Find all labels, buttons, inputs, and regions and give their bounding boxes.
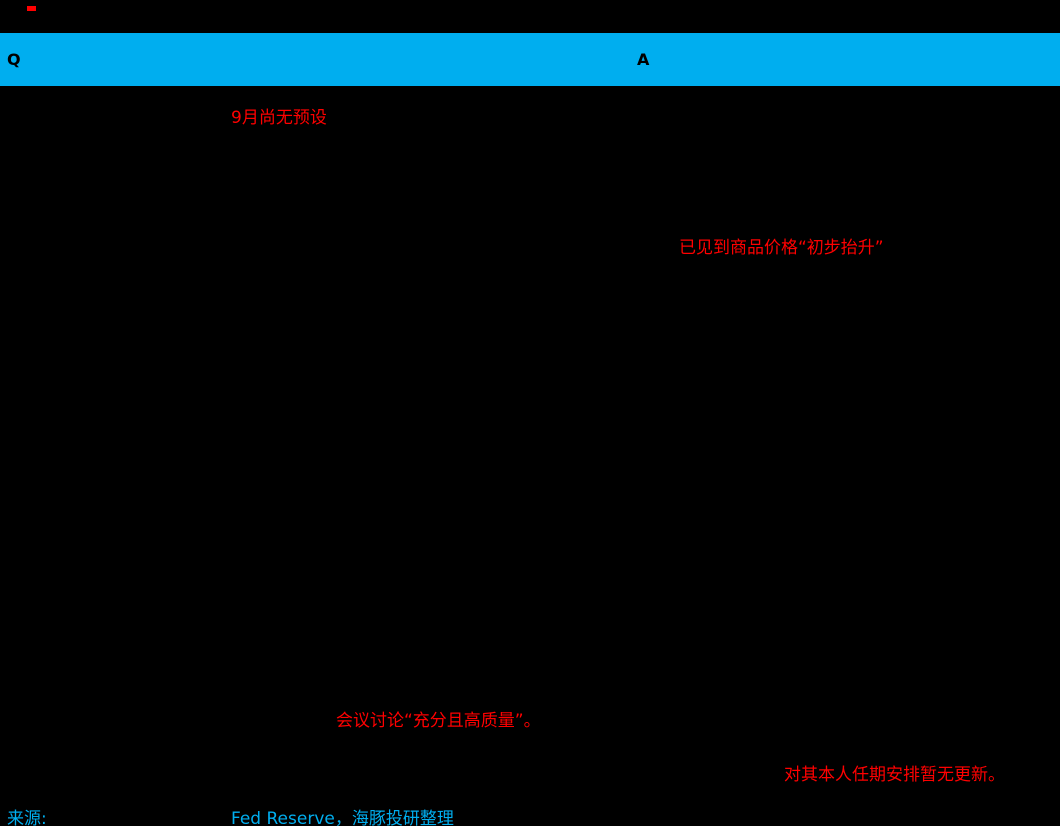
source-label: 来源:	[7, 809, 47, 828]
red-mark	[27, 6, 36, 11]
highlight-goods-price-initial-rise: 已见到商品价格“初步抬升”	[679, 238, 884, 258]
highlight-meeting-discussion-quality: 会议讨论“充分且高质量”。	[336, 711, 541, 731]
bottom-edge-strip	[0, 826, 1060, 828]
answer-column-header: A	[637, 50, 650, 69]
table-header-row: Q A	[0, 33, 1060, 86]
highlight-no-term-update: 对其本人任期安排暂无更新。	[784, 765, 1005, 785]
question-column-header: Q	[7, 50, 21, 69]
source-value: Fed Reserve，海豚投研整理	[231, 809, 454, 828]
highlight-september-no-preset: 9月尚无预设	[231, 108, 327, 128]
